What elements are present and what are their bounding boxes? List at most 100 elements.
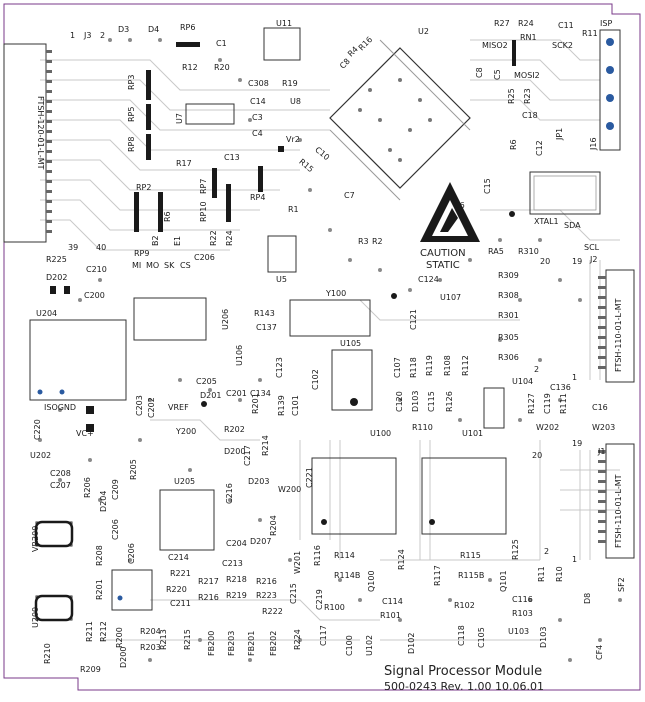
- label-c201: C201: [226, 389, 247, 398]
- label-r124: R124: [397, 549, 406, 570]
- label-u102: U102: [365, 634, 374, 656]
- label-fb201: FB201: [247, 630, 256, 656]
- label-c137: C137: [256, 323, 277, 332]
- label-cs: CS: [180, 261, 191, 270]
- label-e1: E1: [173, 235, 182, 246]
- label-vr2: Vr2: [286, 135, 300, 144]
- label-r27: R27: [494, 19, 510, 28]
- label-c214: C214: [168, 553, 189, 562]
- label-r215: R215: [183, 629, 192, 650]
- label-b2: B2: [151, 235, 160, 246]
- label-r117: R117: [433, 565, 442, 586]
- label-c202: C202: [147, 397, 156, 418]
- label-c206: C206: [194, 253, 215, 262]
- label-r214: R214: [261, 435, 270, 456]
- label-r216: R216: [256, 577, 277, 586]
- label-c114: C114: [382, 597, 403, 606]
- label-r217: R217: [198, 577, 219, 586]
- label-jp1: JP1: [555, 127, 564, 140]
- label-cf4: CF4: [595, 644, 604, 660]
- label-u2: U2: [418, 27, 429, 36]
- pin-20-j1: 20: [532, 451, 543, 460]
- label-c1: C1: [216, 39, 227, 48]
- label-r200: R200: [115, 627, 124, 648]
- label-c134: C134: [250, 389, 271, 398]
- label-r206: R206: [83, 477, 92, 498]
- label-r1: R1: [288, 205, 299, 214]
- label-c204: C204: [226, 539, 247, 548]
- label-rp10: RP10: [199, 201, 208, 222]
- label-r224: R224: [293, 629, 302, 650]
- label-r203: R203: [140, 643, 161, 652]
- label-rp2: RP2: [136, 183, 152, 192]
- label-r306: R306: [498, 353, 519, 362]
- label-r24b: R24: [225, 230, 234, 246]
- label-r111: R111: [559, 393, 568, 414]
- j2-connector-shape: [598, 269, 635, 383]
- label-j3: J3: [84, 31, 92, 40]
- label-r22: R22: [209, 230, 218, 246]
- label-r305: R305: [498, 333, 519, 342]
- label-c105: C105: [477, 627, 486, 648]
- u200-outline: [34, 594, 74, 622]
- label-r17: R17: [176, 159, 192, 168]
- label-vin: VC+: [76, 429, 94, 438]
- label-r19: R19: [282, 79, 298, 88]
- label-r204b: R204: [140, 627, 161, 636]
- label-r116: R116: [313, 545, 322, 566]
- label-c7: C7: [344, 191, 355, 200]
- pin-1-j2b: 1: [572, 373, 578, 382]
- label-c3: C3: [252, 113, 263, 122]
- label-c136: C136: [550, 383, 571, 392]
- label-c8b: C8: [475, 67, 484, 78]
- label-u103: U103: [508, 627, 530, 636]
- label-c120: C120: [395, 391, 404, 412]
- j3-ribbon-label: FTSH-120-01-L-MT: [36, 96, 45, 170]
- label-c117: C117: [319, 625, 328, 646]
- label-c217: C217: [243, 445, 252, 466]
- label-c209: C209: [111, 479, 120, 500]
- label-r216b: R216: [198, 593, 219, 602]
- label-r210: R210: [43, 643, 52, 664]
- label-r2: R2: [372, 237, 383, 246]
- label-rn1: RN1: [520, 33, 537, 42]
- label-c210: C210: [86, 265, 107, 274]
- label-r102: R102: [454, 601, 475, 610]
- label-j1: J1: [598, 447, 606, 456]
- j2-ribbon-label: FTSH-110-01-L-MT: [614, 298, 623, 372]
- label-u8: U8: [290, 97, 301, 106]
- label-r221: R221: [170, 569, 191, 578]
- pin-39: 39: [68, 243, 79, 252]
- label-r204: R204: [269, 515, 278, 536]
- label-r202: R202: [224, 425, 245, 434]
- label-mi: MI: [132, 261, 142, 270]
- label-r201b: R201: [95, 579, 104, 600]
- label-vr200: VR200: [31, 525, 40, 552]
- pin-19-j2: 19: [572, 257, 583, 266]
- label-r11: R11: [582, 29, 598, 38]
- pin-1-j1: 1: [572, 555, 578, 564]
- label-fb203: FB203: [227, 630, 236, 656]
- label-r3: R3: [358, 237, 369, 246]
- label-c118: C118: [457, 625, 466, 646]
- label-r115: R115: [460, 551, 481, 560]
- static-text: STATIC: [426, 260, 460, 271]
- label-r110: R110: [412, 423, 433, 432]
- label-u106: U106: [235, 344, 244, 366]
- label-c6: C6: [454, 201, 465, 210]
- label-j16: J16: [589, 137, 598, 150]
- label-d4: D4: [148, 25, 160, 34]
- label-u7: U7: [175, 113, 184, 124]
- label-r115b: R115B: [458, 571, 485, 580]
- label-c13: C13: [224, 153, 240, 162]
- label-c215: C215: [289, 583, 298, 604]
- label-r6b: R6: [163, 211, 172, 222]
- label-c101: C101: [291, 395, 300, 416]
- label-c220: C220: [33, 419, 42, 440]
- label-c115: C115: [427, 391, 436, 412]
- label-c308: C308: [248, 79, 269, 88]
- label-d8: D8: [583, 592, 592, 604]
- label-w200: W200: [278, 485, 302, 494]
